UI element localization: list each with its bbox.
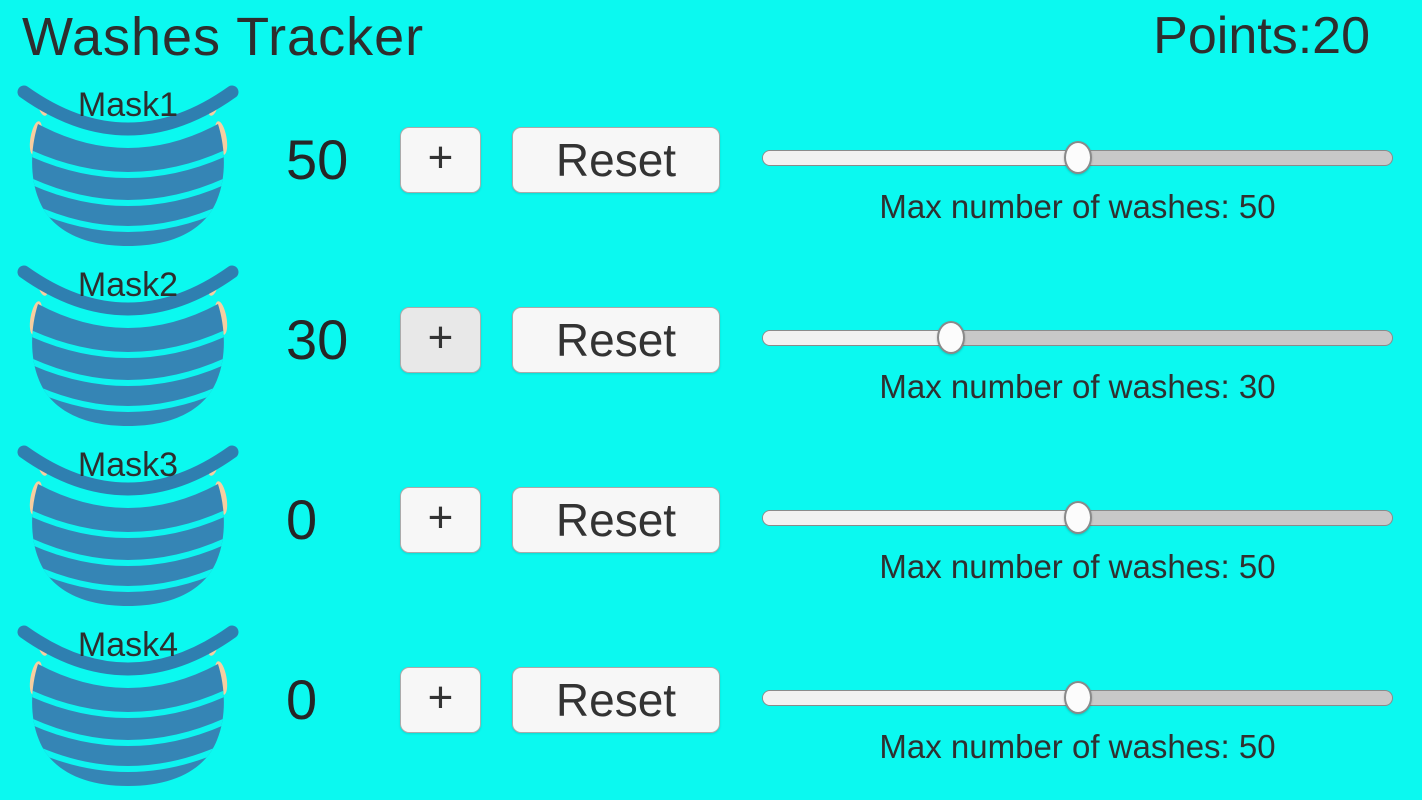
plus-button[interactable]: + (400, 127, 481, 193)
slider-thumb[interactable] (1063, 681, 1092, 714)
face-mask-icon (17, 445, 239, 606)
points-value: 20 (1312, 7, 1370, 65)
mask-label: Mask3 (77, 446, 179, 484)
slider-thumb[interactable] (937, 321, 966, 354)
mask-row: Mask2 30 + Reset Max number of washes: 3… (0, 258, 1422, 438)
slider-thumb[interactable] (1063, 501, 1092, 534)
max-washes-slider[interactable] (762, 321, 1393, 355)
max-washes-label: Max number of washes: 50 (879, 188, 1276, 225)
reset-button[interactable]: Reset (512, 127, 720, 193)
face-mask-icon (17, 625, 239, 786)
mask-row: Mask1 50 + Reset Max number of washes: 5… (0, 78, 1422, 258)
slider-fill (763, 691, 1078, 705)
mask-label: Mask1 (77, 86, 179, 124)
reset-button[interactable]: Reset (512, 487, 720, 553)
reset-button[interactable]: Reset (512, 667, 720, 733)
wash-count: 0 (286, 488, 318, 551)
max-washes-label: Max number of washes: 30 (879, 368, 1276, 405)
wash-count: 50 (286, 128, 349, 191)
wash-count: 30 (286, 308, 349, 371)
max-washes-slider[interactable] (762, 681, 1393, 715)
reset-button[interactable]: Reset (512, 307, 720, 373)
max-washes-label: Max number of washes: 50 (879, 728, 1276, 765)
plus-button[interactable]: + (400, 487, 481, 553)
mask-image: Mask3 (16, 438, 240, 610)
mask-row: Mask4 0 + Reset Max number of washes: 50 (0, 618, 1422, 798)
plus-button[interactable]: + (400, 667, 481, 733)
page-title: Washes Tracker (22, 7, 425, 67)
max-washes-slider[interactable] (762, 141, 1393, 175)
slider-fill (763, 331, 952, 345)
plus-button[interactable]: + (400, 307, 481, 373)
slider-fill (763, 511, 1078, 525)
mask-row: Mask3 0 + Reset Max number of washes: 50 (0, 438, 1422, 618)
mask-image: Mask1 (16, 78, 240, 250)
mask-image: Mask4 (16, 618, 240, 790)
mask-label: Mask2 (77, 266, 179, 304)
slider-track[interactable] (762, 330, 1393, 346)
mask-image: Mask2 (16, 258, 240, 430)
mask-rows: Mask1 50 + Reset Max number of washes: 5… (0, 78, 1422, 798)
max-washes-slider[interactable] (762, 501, 1393, 535)
slider-fill (763, 151, 1078, 165)
face-mask-icon (17, 85, 239, 246)
mask-label: Mask4 (77, 626, 179, 664)
wash-count: 0 (286, 668, 318, 731)
face-mask-icon (17, 265, 239, 426)
max-washes-label: Max number of washes: 50 (879, 548, 1276, 585)
points-display: Points:20 (1153, 6, 1370, 66)
points-label: Points: (1153, 7, 1313, 65)
slider-thumb[interactable] (1063, 141, 1092, 174)
